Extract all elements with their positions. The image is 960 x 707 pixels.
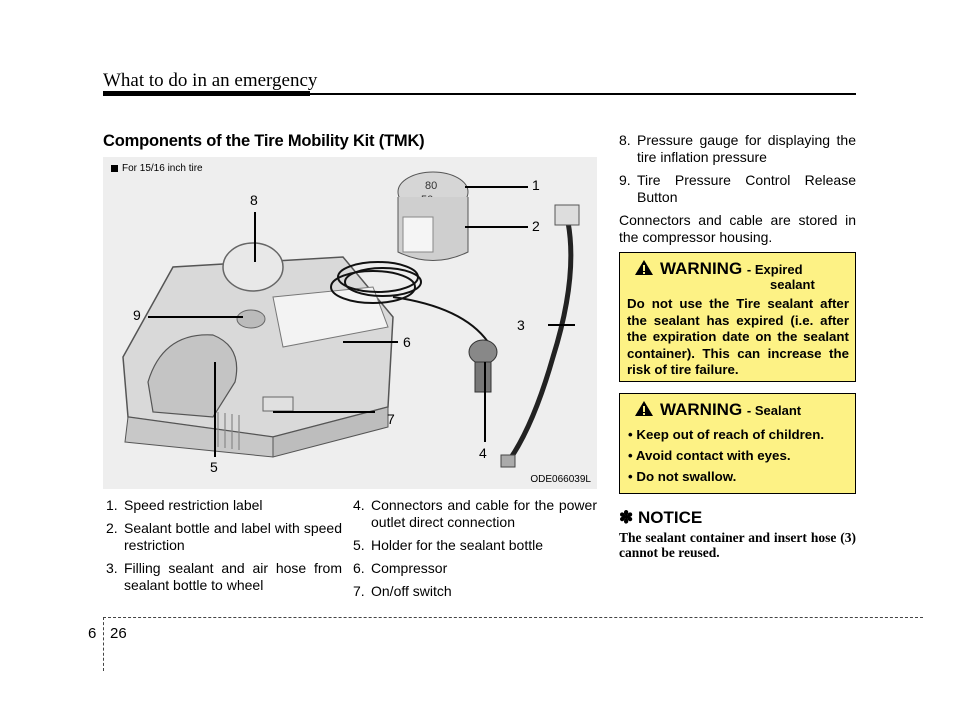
list-item: 8.Pressure gauge for displaying the tire… [619, 132, 856, 165]
component-list-col2: 4.Connectors and cable for the power out… [353, 497, 597, 600]
warning-heading: WARNING - Expired [634, 259, 803, 279]
warning-triangle-icon [634, 400, 654, 417]
release-button [236, 309, 266, 329]
hose-fitting [554, 204, 580, 226]
power-cable [330, 261, 489, 343]
notice-body: The sealant container and insert hose (3… [619, 530, 856, 560]
notice-star-icon: ✽ [619, 508, 634, 527]
figure-code: ODE066039L [530, 474, 591, 485]
air-hose [505, 221, 574, 464]
bottle-text-80: 80 [425, 180, 437, 192]
component-list-col1: 1.Speed restriction label 2.Sealant bott… [106, 497, 342, 594]
page-number: 26 [110, 625, 127, 642]
onoff-switch [262, 396, 294, 412]
component-list-col3: 8.Pressure gauge for displaying the tire… [619, 132, 856, 246]
warning-body: Do not use the Tire sealant after the se… [627, 296, 849, 377]
warning-heading: WARNING - Sealant [634, 400, 801, 420]
list-item: • Avoid contact with eyes. [628, 448, 791, 463]
tmk-figure: 80 50 For 15/16 inch tire [103, 157, 597, 489]
warning-label: WARNING [660, 400, 743, 419]
list-item: 6.Compressor [353, 560, 448, 576]
notice-heading: ✽ NOTICE [619, 508, 702, 528]
list-item: • Do not swallow. [628, 469, 737, 484]
callout-8: 8 [250, 192, 258, 208]
list-item: 5.Holder for the sealant bottle [353, 537, 543, 553]
running-header: What to do in an emergency [103, 70, 318, 91]
square-bullet-icon [111, 164, 118, 172]
hose-valve [500, 454, 516, 468]
warning-label: WARNING [660, 259, 743, 278]
callout-4: 4 [479, 445, 487, 461]
list-item: 4.Connectors and cable for the power out… [353, 497, 597, 530]
plug-body [474, 361, 492, 393]
header-rule [103, 93, 856, 95]
storage-note: Connectors and cable are stored in the c… [619, 212, 856, 245]
pressure-gauge [222, 242, 284, 292]
callout-2: 2 [532, 218, 540, 234]
bottle-label [402, 216, 434, 253]
section-heading: Components of the Tire Mobility Kit (TMK… [103, 132, 425, 150]
chapter-number: 6 [88, 625, 97, 642]
notice-label: NOTICE [637, 508, 703, 527]
list-item: 9.Tire Pressure Control Release Button [619, 172, 856, 205]
warning-subtitle-cont: sealant [770, 277, 815, 292]
footer-rule [103, 617, 923, 618]
callout-5: 5 [210, 459, 218, 475]
list-item: • Keep out of reach of children. [628, 427, 825, 442]
warning-subtitle: - Expired [746, 262, 803, 277]
warning-subtitle: - Sealant [746, 403, 802, 418]
list-item: 3.Filling sealant and air hose from seal… [106, 560, 342, 593]
vents [217, 412, 240, 450]
header-rule-accent [103, 91, 310, 96]
power-plug [468, 339, 498, 365]
callout-lines [148, 186, 575, 457]
list-item: 2.Sealant bottle and label with speed re… [106, 520, 342, 553]
warning-sealant: WARNING - Sealant • Keep out of reach of… [619, 393, 856, 494]
callout-1: 1 [532, 177, 540, 193]
callout-3: 3 [517, 317, 525, 333]
figure-caption-text: For 15/16 inch tire [122, 163, 203, 174]
tmk-illustration: 80 50 [122, 171, 580, 468]
compressor-side [272, 406, 389, 458]
callout-7: 7 [387, 411, 395, 427]
list-item: 1.Speed restriction label [106, 497, 263, 513]
warning-triangle-icon [634, 259, 654, 276]
list-item: 7.On/off switch [353, 583, 452, 599]
figure-caption: For 15/16 inch tire [111, 163, 203, 174]
callout-6: 6 [403, 334, 411, 350]
warning-bullets: • Keep out of reach of children. • Avoid… [628, 424, 824, 487]
callout-9: 9 [133, 307, 141, 323]
footer-divider [103, 617, 104, 671]
warning-expired-sealant: WARNING - Expired sealant Do not use the… [619, 252, 856, 382]
